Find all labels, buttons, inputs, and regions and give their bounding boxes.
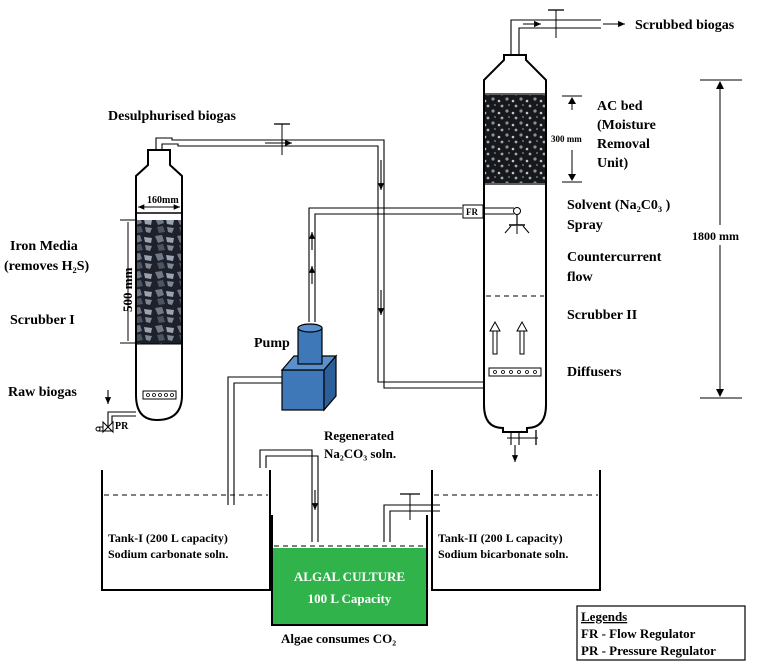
solvent-label-line-1: Solvent (Na₂C0₃ ) [567,198,671,213]
tank-2-line-1: Tank-II (200 L capacity) [438,531,563,545]
ac-bed-line-1: AC bed [597,99,643,114]
dim-300-label: 300 mm [551,134,582,144]
dim-1800-label: 1800 mm [692,229,739,243]
raw-biogas-label: Raw biogas [8,385,77,400]
dim-500-label: 500 mm [120,267,135,312]
fr-flow-regulator [462,204,484,219]
scrubber-2-diffuser [488,367,542,377]
scrubber-2-drain [507,430,538,462]
tank-1-line-2: Sodium carbonate soln. [108,547,228,561]
ac-bed-line-3: Removal [597,137,650,152]
algae-consumes-label: Algae consumes CO₂ [281,631,396,646]
legend-title: Legends [581,609,627,624]
pr-tag: PR [115,421,129,432]
algal-culture-title: ALGAL CULTURE [294,569,405,584]
pump-suction-pipe [227,376,282,505]
algal-culture-capacity: 100 L Capacity [308,591,392,606]
dimension-300mm [562,95,582,183]
pump [280,323,338,412]
tank-2-line-2: Sodium bicarbonate soln. [438,547,568,561]
iron-media-bed [137,220,181,344]
diffusers-label: Diffusers [567,365,622,380]
legend-item-fr: FR - Flow Regulator [581,626,696,641]
algal-culture-tank [271,515,428,626]
desulphurised-gas-pipe [155,123,486,389]
spray-nozzle [504,207,530,234]
scrubber-1-label: Scrubber I [10,313,75,328]
solvent-supply-pipe [308,207,514,322]
tank-1-line-1: Tank-I (200 L capacity) [108,531,228,545]
bicarbonate-transfer-pipe [383,493,440,542]
scrubber-2-label: Scrubber II [567,308,637,323]
scrubber-1-diffuser [142,390,177,400]
ac-bed-line-2: (Moisture [597,118,656,133]
fr-tag: FR [466,207,478,217]
ac-bed-media [485,95,545,183]
tank-2 [431,470,601,591]
pump-label: Pump [254,336,290,351]
desulphurised-biogas-label: Desulphurised biogas [108,109,237,124]
tank-1 [101,470,271,591]
regenerated-return-pipe [259,449,319,542]
ac-bed-line-4: Unit) [597,156,628,171]
countercurrent-line-2: flow [567,270,594,285]
iron-media-line-1: Iron Media [10,239,78,254]
legend-box [576,605,746,661]
scrubbed-gas-outlet [510,9,625,55]
regenerated-line-2: Na₂CO₃ soln. [324,446,396,461]
scrubbed-biogas-label: Scrubbed biogas [635,18,735,33]
legend-item-pr: PR - Pressure Regulator [581,643,716,658]
raw-biogas-inlet [95,390,136,434]
dimension-1800mm [700,79,742,399]
regenerated-line-1: Regenerated [324,428,395,443]
countercurrent-line-1: Countercurrent [567,250,662,265]
countercurrent-arrows [489,320,528,355]
dimension-500mm [120,219,136,344]
dim-160-label: 160mm [147,195,179,206]
solvent-label-line-2: Spray [567,218,603,233]
iron-media-line-2: (removes H₂S) [4,259,90,274]
